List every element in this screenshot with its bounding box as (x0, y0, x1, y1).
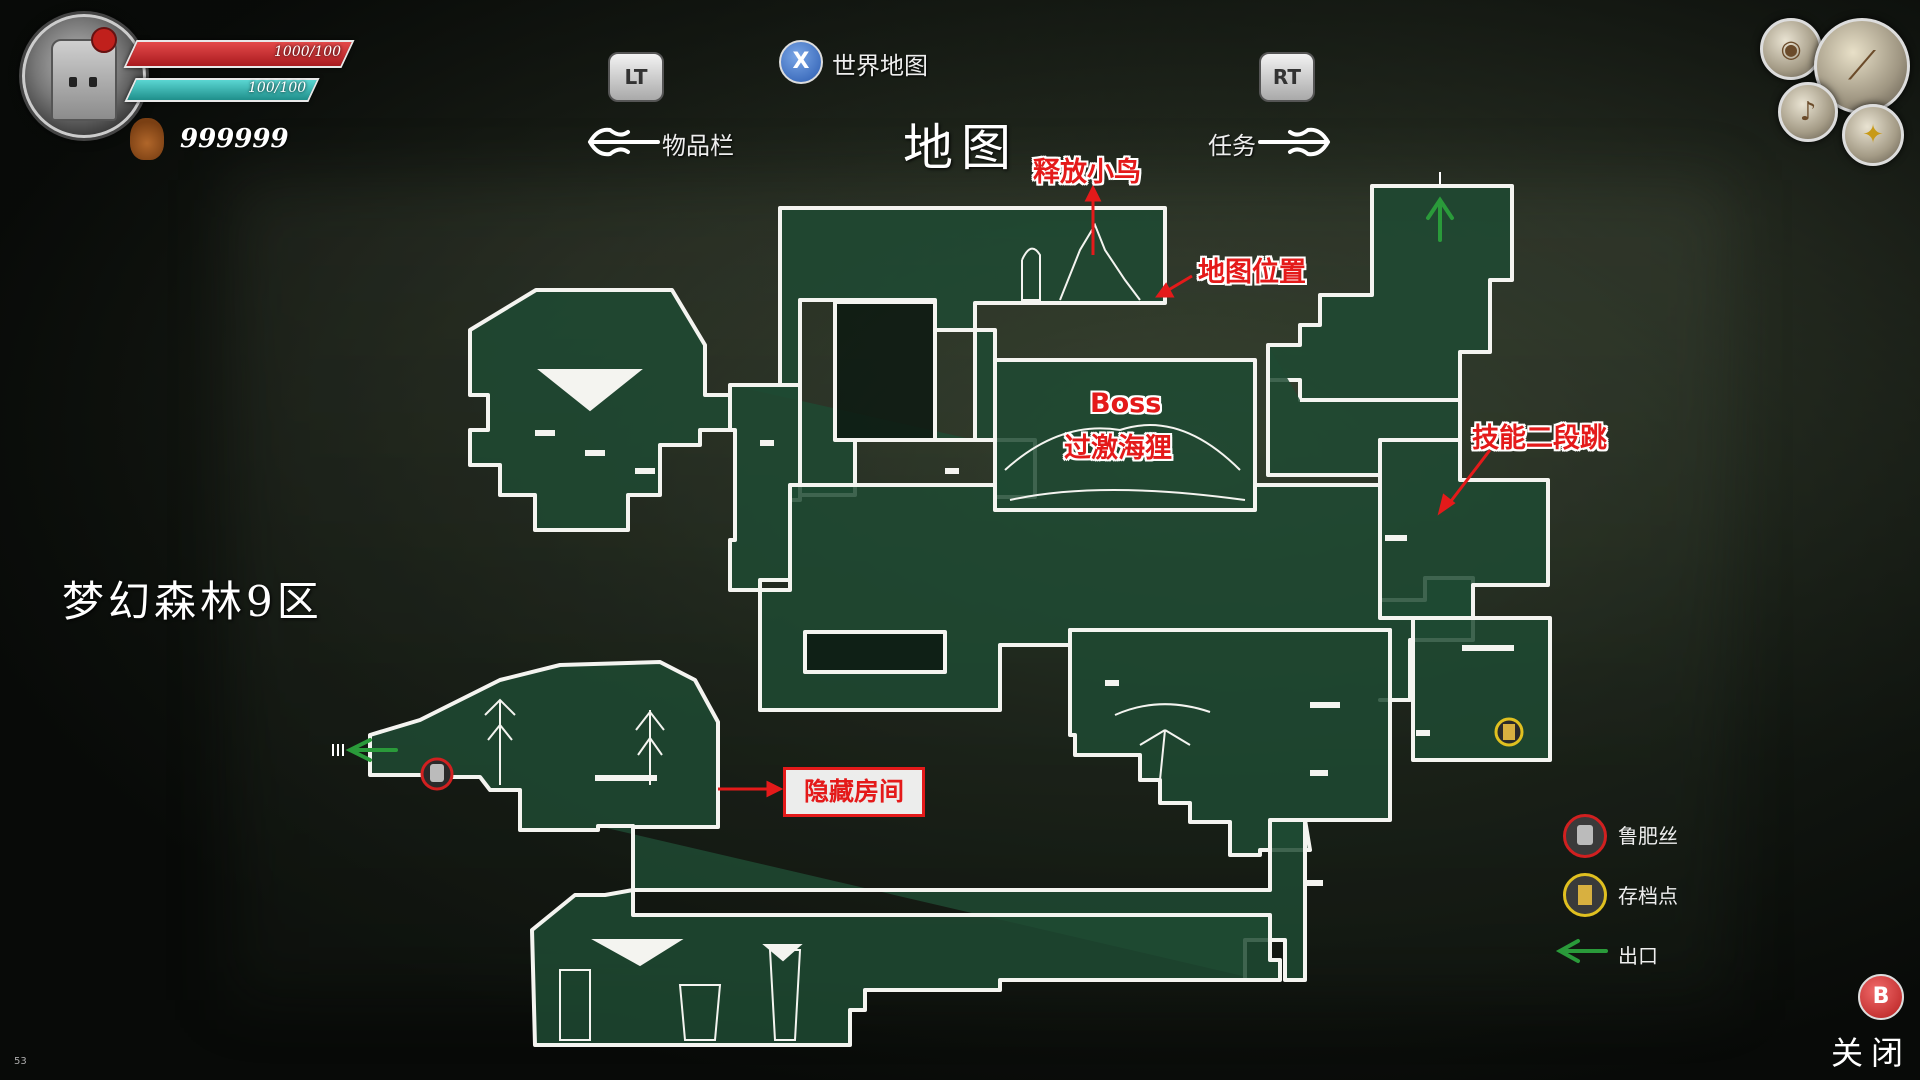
legend-scroll-shape (1578, 885, 1592, 905)
ledge (585, 450, 605, 456)
currency-count: 999999 (180, 124, 289, 154)
page-title: 地图 (903, 119, 1019, 177)
close-label[interactable]: 关闭 (1831, 1034, 1912, 1072)
rt-button[interactable]: RT (1259, 52, 1315, 102)
exit-arrow-icon (1426, 196, 1454, 242)
frog-icon: ✦ (1862, 120, 1884, 150)
annotation-hidden-room: 隐藏房间 (783, 767, 925, 817)
ledge (1462, 645, 1514, 651)
exit-marks (332, 172, 1441, 756)
ledge (1105, 680, 1119, 686)
exit-arrow-icon (345, 738, 398, 762)
save-point-scroll (1503, 724, 1515, 740)
tree-sketch-right (635, 710, 665, 785)
ledge (945, 468, 959, 474)
ledge (635, 468, 655, 474)
item-slot-left[interactable]: ♪ (1778, 82, 1838, 142)
knight-helmet-icon (51, 27, 117, 121)
map-rooms (368, 184, 1552, 1047)
boss-scene-sketch (1004, 424, 1246, 501)
room-lower-right (1068, 628, 1392, 857)
close-button[interactable]: B (1858, 974, 1904, 1020)
room-save-point (1411, 616, 1552, 762)
tree-sketch-left (484, 698, 516, 785)
annotation-hidden-room-text: 隐藏房间 (803, 777, 904, 806)
tab-quests[interactable]: 任务 (1208, 132, 1256, 160)
room-hidden (368, 660, 720, 832)
player-portrait (22, 14, 146, 138)
mp-text: 100/100 (248, 80, 307, 96)
stalactite-bottom-2 (762, 944, 803, 962)
map-position-arrow-head (1155, 282, 1175, 298)
lute-icon: ♪ (1799, 97, 1817, 127)
annotation-map-position: 地图位置 (1198, 257, 1306, 288)
legend-exit-icon (1555, 939, 1608, 963)
bird-arrow-head (1084, 184, 1102, 202)
legend-player-label: 鲁肥丝 (1618, 824, 1678, 848)
ledge (1385, 535, 1407, 541)
annotation-boss-name: 过激海狸 (1064, 433, 1172, 464)
legend-save-icon (1563, 873, 1607, 917)
helmet-eye-left (69, 77, 77, 87)
ledge (760, 440, 774, 446)
hidden-room-arrow-head (766, 780, 784, 798)
area-name: 梦幻森林9区 (62, 577, 323, 626)
right-tab-ornament (1258, 127, 1330, 157)
map-sketches (484, 222, 1246, 1041)
ledge (1310, 770, 1328, 776)
room-east-shaft (1266, 184, 1514, 402)
ledge (1310, 702, 1340, 708)
exit-arrows (345, 196, 1454, 762)
ledge (595, 775, 657, 781)
whip-icon: ⟋ (1848, 43, 1876, 89)
room-northwest (468, 288, 732, 532)
helmet-plume (91, 27, 117, 53)
room-top-hole (833, 300, 937, 442)
corner-number: 53 (14, 1056, 27, 1067)
hp-text: 1000/100 (274, 44, 342, 60)
world-map-button[interactable]: X (779, 40, 823, 84)
exit-tick-marks (332, 744, 344, 756)
left-tab-ornament (588, 127, 660, 157)
double-jump-arrow-head (1437, 493, 1456, 516)
room-bottom-cavern (530, 888, 1282, 1047)
stalactite-bottom (591, 939, 684, 967)
world-map-label[interactable]: 世界地图 (832, 52, 928, 80)
tab-inventory[interactable]: 物品栏 (662, 132, 734, 160)
legend-helmet-shape (1577, 825, 1593, 845)
money-bag-icon (130, 118, 164, 160)
ledge (1416, 730, 1430, 736)
map-ledges (535, 430, 1514, 886)
room-mid-hole[interactable] (803, 630, 947, 674)
room-double-jump (1378, 438, 1550, 620)
ledge (1305, 880, 1323, 886)
legend-save-label: 存档点 (1618, 884, 1678, 908)
helmet-eye-right (89, 77, 97, 87)
annotation-boss-label: Boss (1090, 388, 1162, 419)
legend-exit-label: 出口 (1618, 944, 1658, 968)
annotation-release-bird: 释放小鸟 (1033, 157, 1141, 188)
pillar-sketch (1021, 247, 1041, 301)
legend-player-icon (1563, 814, 1607, 858)
ledge (535, 430, 555, 436)
annotation-double-jump: 技能二段跳 (1472, 423, 1607, 454)
double-jump-arrow (1446, 449, 1492, 506)
rock-sketch-bird (1059, 222, 1141, 301)
player-marker-helmet (430, 764, 444, 782)
pig-icon: ◉ (1780, 35, 1802, 63)
lt-button[interactable]: LT (608, 52, 664, 102)
acacia-tree-sketch (1114, 703, 1211, 781)
annotation-arrows (718, 184, 1492, 798)
item-slot-right[interactable]: ✦ (1842, 104, 1904, 166)
stalactite-top-left (537, 369, 643, 412)
